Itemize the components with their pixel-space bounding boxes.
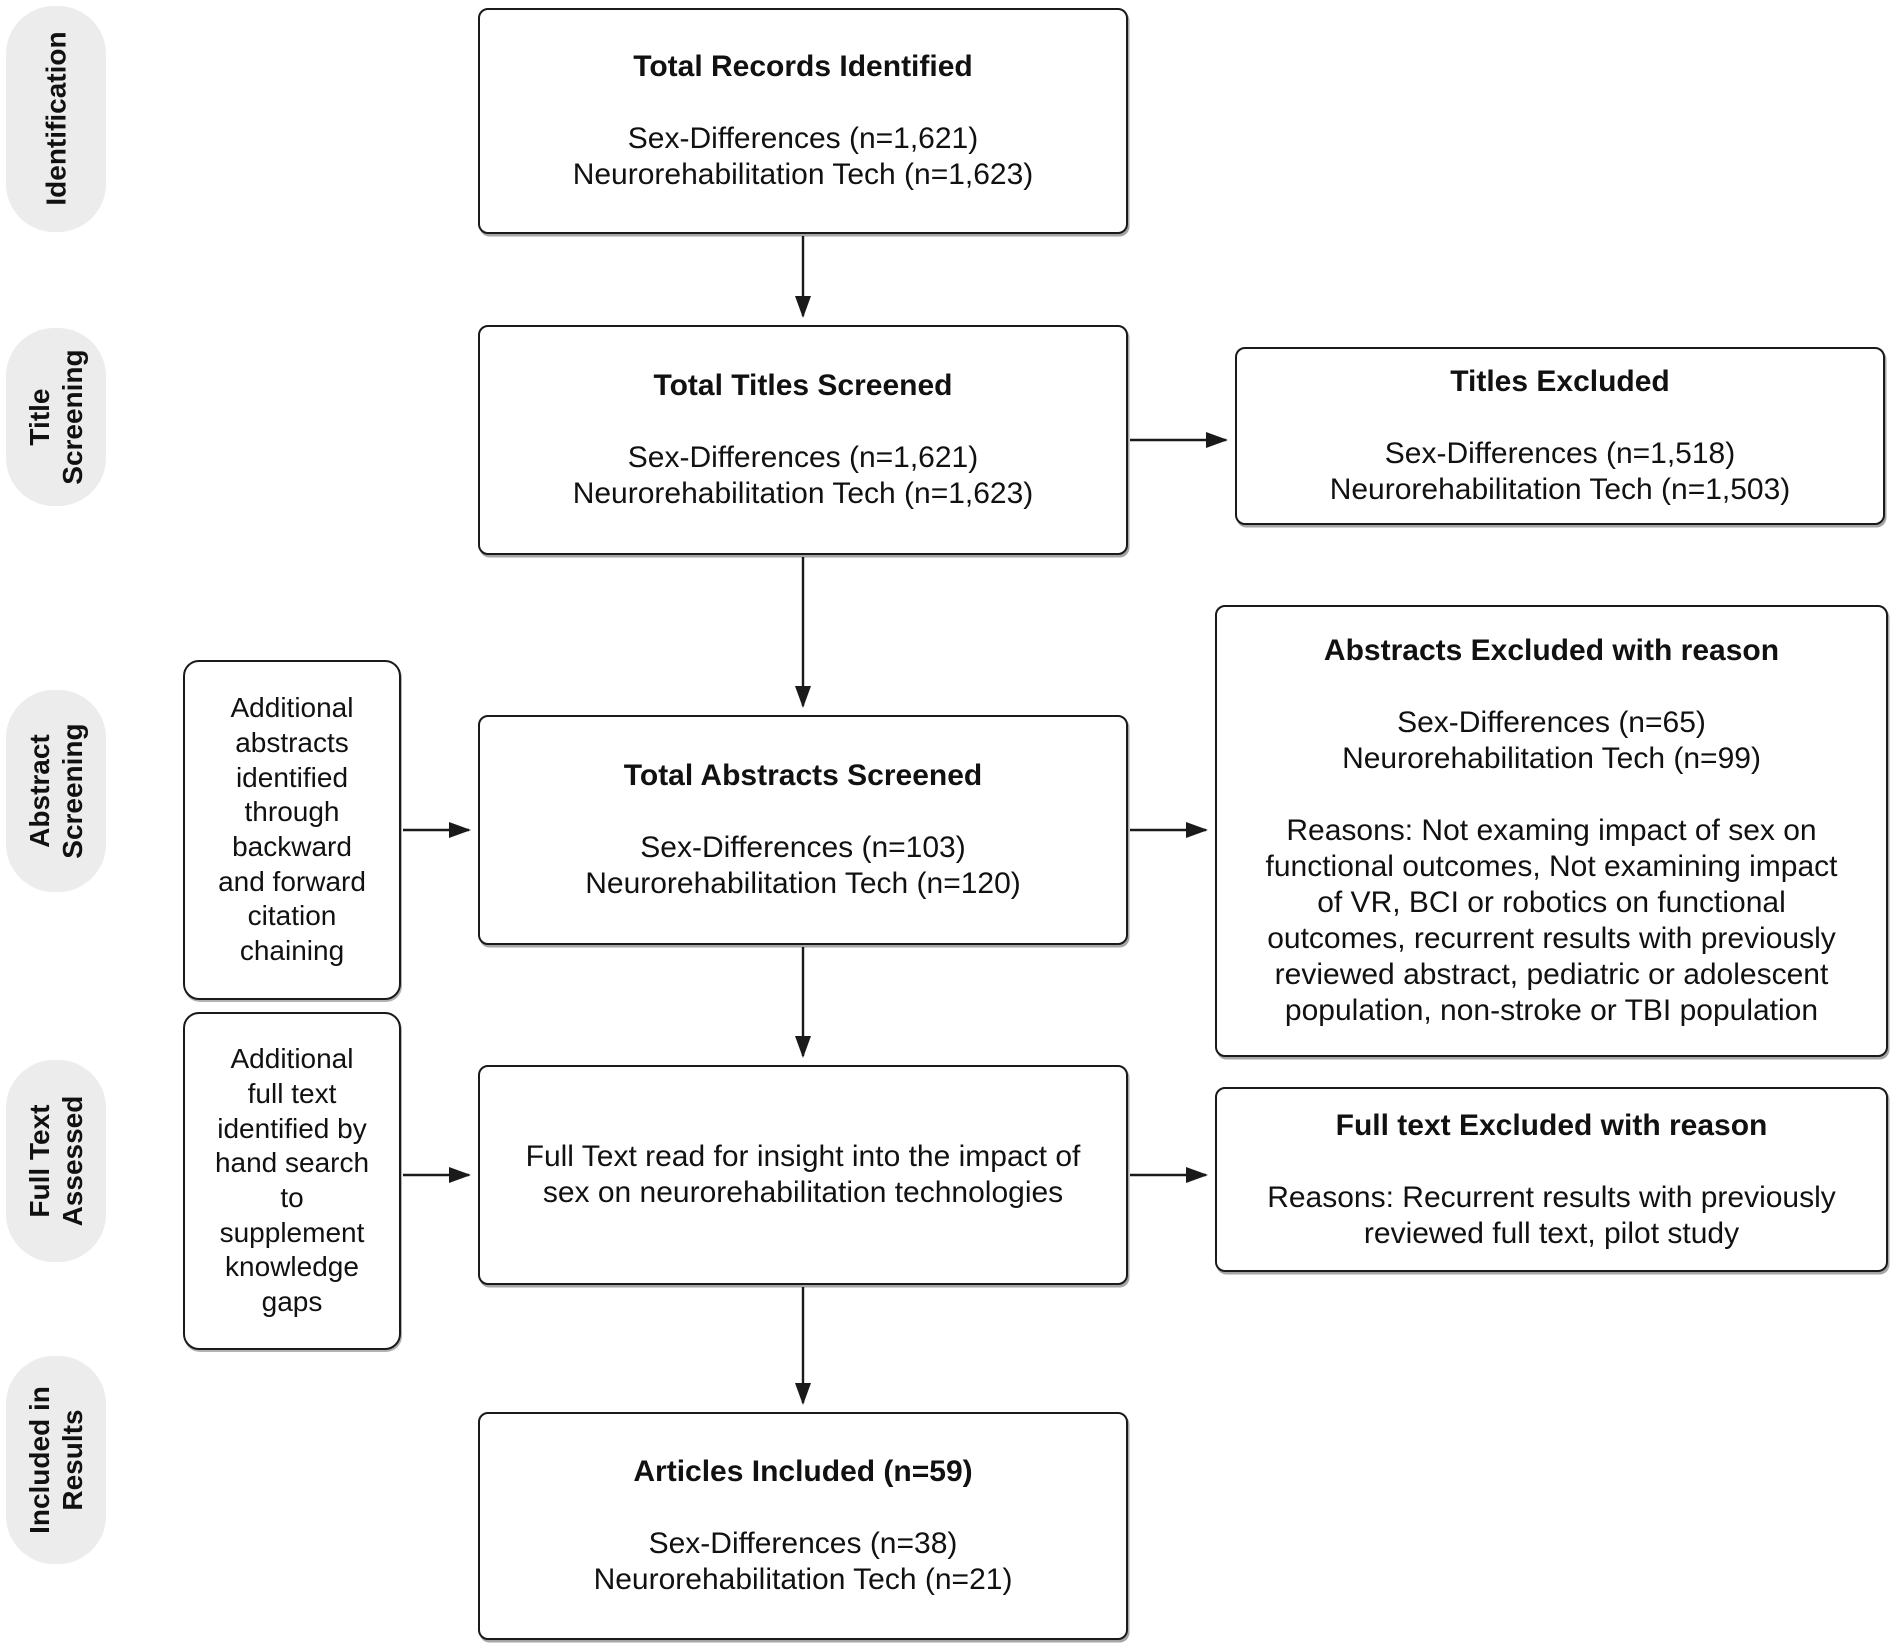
stage-label-title-screening: Title Screening xyxy=(23,349,88,485)
stage-label-identification: Identification xyxy=(40,31,72,207)
full-text-read-text: Full Text read for insight into the impa… xyxy=(525,1140,1081,1209)
records-identified-box: Total Records Identified Sex-Differences… xyxy=(478,8,1128,234)
titles-excluded-box: Titles Excluded Sex-Differences (n=1,518… xyxy=(1235,347,1885,525)
abstracts-excluded-title: Abstracts Excluded with reason xyxy=(1323,634,1780,667)
titles-screened-box: Total Titles Screened Sex-Differences (n… xyxy=(478,325,1128,555)
records-identified-line2: Neurorehabilitation Tech (n=1,623) xyxy=(572,158,1034,191)
abstracts-excluded-reasons: Reasons: Not examing impact of sex on fu… xyxy=(1265,814,1838,1027)
abstracts-excluded-line2: Neurorehabilitation Tech (n=99) xyxy=(1342,742,1761,775)
records-identified-line1: Sex-Differences (n=1,621) xyxy=(627,122,979,155)
stage-pill-full-text-assessed: Full Text Assessed xyxy=(6,1060,106,1262)
stage-label-abstract-screening: Abstract Screening xyxy=(23,723,88,859)
titles-excluded-line2: Neurorehabilitation Tech (n=1,503) xyxy=(1329,473,1791,506)
records-identified-title: Total Records Identified xyxy=(633,50,973,83)
articles-included-line1: Sex-Differences (n=38) xyxy=(648,1527,958,1560)
stage-pill-included-in-results: Included in Results xyxy=(6,1356,106,1564)
additional-abstracts-box: Additional abstracts identified through … xyxy=(183,660,401,1000)
stage-label-included-in-results: Included in Results xyxy=(23,1386,88,1534)
abstracts-screened-title: Total Abstracts Screened xyxy=(623,759,983,792)
abstracts-screened-line2: Neurorehabilitation Tech (n=120) xyxy=(585,867,1021,900)
stage-label-full-text-assessed: Full Text Assessed xyxy=(23,1095,88,1227)
titles-screened-line1: Sex-Differences (n=1,621) xyxy=(627,441,979,474)
titles-excluded-line1: Sex-Differences (n=1,518) xyxy=(1384,437,1736,470)
full-text-excluded-reasons: Reasons: Recurrent results with previous… xyxy=(1267,1180,1836,1250)
additional-abstracts-text: Additional abstracts identified through … xyxy=(218,692,366,967)
full-text-excluded-title: Full text Excluded with reason xyxy=(1335,1108,1768,1142)
abstracts-excluded-box: Abstracts Excluded with reason Sex-Diffe… xyxy=(1215,605,1888,1057)
articles-included-line2: Neurorehabilitation Tech (n=21) xyxy=(593,1563,1013,1596)
abstracts-excluded-line1: Sex-Differences (n=65) xyxy=(1397,706,1706,739)
stage-pill-abstract-screening: Abstract Screening xyxy=(6,690,106,892)
stage-pill-identification: Identification xyxy=(6,6,106,232)
titles-screened-line2: Neurorehabilitation Tech (n=1,623) xyxy=(572,477,1034,510)
stage-pill-title-screening: Title Screening xyxy=(6,328,106,506)
articles-included-box: Articles Included (n=59) Sex-Differences… xyxy=(478,1412,1128,1640)
additional-full-text-box: Additional full text identified by hand … xyxy=(183,1012,401,1350)
titles-screened-title: Total Titles Screened xyxy=(653,369,953,402)
articles-included-title: Articles Included (n=59) xyxy=(633,1455,973,1488)
full-text-excluded-box: Full text Excluded with reason Reasons: … xyxy=(1215,1087,1888,1272)
abstracts-screened-box: Total Abstracts Screened Sex-Differences… xyxy=(478,715,1128,945)
titles-excluded-title: Titles Excluded xyxy=(1450,365,1670,398)
additional-full-text-text: Additional full text identified by hand … xyxy=(214,1043,370,1318)
abstracts-screened-line1: Sex-Differences (n=103) xyxy=(640,831,966,864)
full-text-read-box: Full Text read for insight into the impa… xyxy=(478,1065,1128,1285)
